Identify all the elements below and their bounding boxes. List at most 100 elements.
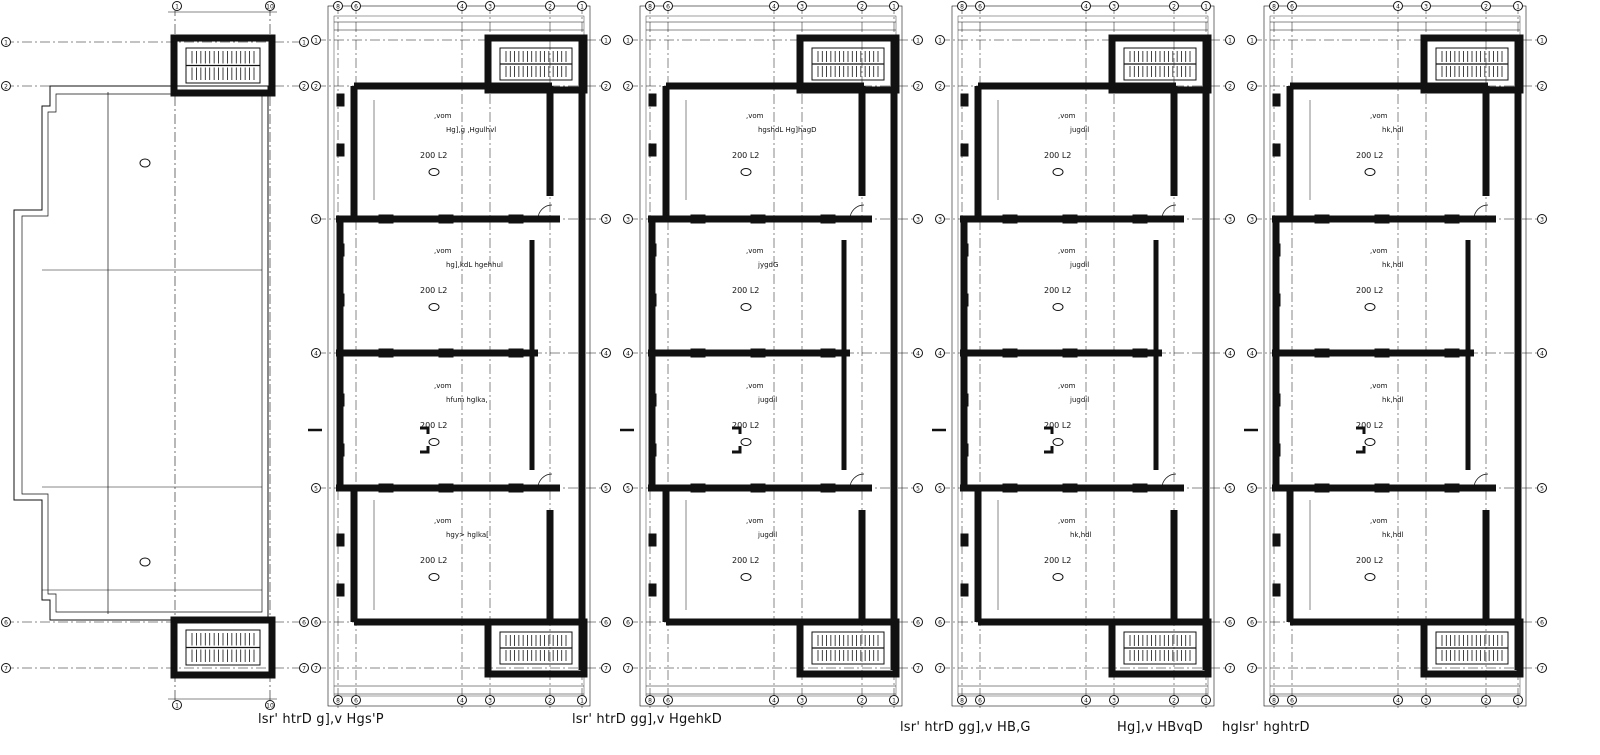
grid-bubble-label: 3 <box>604 217 608 224</box>
grid-bubble: 3 <box>1109 695 1119 705</box>
level-mark <box>1052 303 1064 311</box>
grid-bubble: 6 <box>935 617 945 627</box>
column <box>648 393 657 407</box>
level-mark <box>1364 438 1376 446</box>
grid-bubble: 6 <box>975 1 985 11</box>
grid-bubble-label: 8 <box>960 698 964 705</box>
section-marker <box>1356 426 1366 454</box>
door-swing <box>537 204 553 220</box>
grid-bubble: 2 <box>857 1 867 11</box>
level-mark <box>428 303 440 311</box>
grid-bubble-circle <box>1 37 11 47</box>
grid-bubble-circle <box>545 695 555 705</box>
grid-bubble-label: 7 <box>604 666 608 673</box>
grid-bubble-label: 6 <box>666 698 670 705</box>
level-mark <box>1052 168 1064 176</box>
grid-bubble: 2 <box>299 81 309 91</box>
grid-bubble-circle <box>299 663 309 673</box>
grid-bubble-circle <box>797 1 807 11</box>
grid-bubble: 3 <box>1247 214 1257 224</box>
grid-bubble-label: 6 <box>1290 4 1294 11</box>
grid-bubble: 6 <box>623 617 633 627</box>
stair-core <box>1108 34 1212 94</box>
column <box>750 483 766 493</box>
column <box>960 533 969 547</box>
column <box>336 533 345 547</box>
grid-bubble: 1 <box>623 35 633 45</box>
grid-bubble-circle <box>975 695 985 705</box>
grid-bubble-label: 3 <box>1228 217 1232 224</box>
grid-bubble: 7 <box>623 663 633 673</box>
grid-bubble-label: 4 <box>1084 4 1088 11</box>
grid-bubble-label: 5 <box>604 486 608 493</box>
grid-bubble-circle <box>1537 348 1547 358</box>
grid-bubble-label: 7 <box>4 666 8 673</box>
level-mark <box>740 303 752 311</box>
door-swing <box>537 473 553 489</box>
column <box>336 243 345 257</box>
grid-bubble: 1 <box>1 37 11 47</box>
grid-bubble-label: 4 <box>1250 351 1254 358</box>
room-area: 200 L2 <box>1356 556 1383 565</box>
column <box>1132 483 1148 493</box>
roof-parapet <box>21 93 263 613</box>
grid-bubble: 1 <box>1247 35 1257 45</box>
grid-bubble: 6 <box>1 617 11 627</box>
level-mark <box>740 438 752 446</box>
grid-bubble-circle <box>1169 695 1179 705</box>
grid-bubble-circle <box>889 1 899 11</box>
grid-bubble-circle <box>935 214 945 224</box>
grid-bubble-circle <box>935 617 945 627</box>
grid-bubble-label: 4 <box>1396 4 1400 11</box>
grid-bubble-label: 2 <box>302 84 306 91</box>
grid-bubble: 4 <box>1081 1 1091 11</box>
grid-bubble: 1 <box>1201 1 1211 11</box>
column <box>690 483 706 493</box>
room-name: jugdil <box>757 531 777 539</box>
grid-bubble-circle <box>1269 695 1279 705</box>
grid-bubble: 5 <box>1537 483 1547 493</box>
grid-bubble-circle <box>1481 1 1491 11</box>
room-name: hfum hglka, <box>446 396 488 404</box>
grid-bubble-label: 1 <box>892 698 896 705</box>
grid-bubble-label: 2 <box>860 4 864 11</box>
grid-bubble-label: 6 <box>626 620 630 627</box>
grid-bubble-label: 3 <box>314 217 318 224</box>
grid-bubble-label: 2 <box>548 4 552 11</box>
room-area: 200 L2 <box>732 151 759 160</box>
grid-bubble-circle <box>913 483 923 493</box>
column <box>438 483 454 493</box>
grid-bubble: 6 <box>351 695 361 705</box>
column <box>750 214 766 224</box>
grid-bubble: 6 <box>1537 617 1547 627</box>
grid-bubble: 5 <box>623 483 633 493</box>
grid-bubble: 5 <box>601 483 611 493</box>
column <box>648 443 657 457</box>
grid-bubble: 6 <box>299 617 309 627</box>
room-name: hk,hdl <box>1382 531 1404 539</box>
stair-core <box>170 34 276 97</box>
grid-bubble-circle <box>623 348 633 358</box>
grid-bubble-label: 1 <box>4 40 8 47</box>
room-label: ,vom <box>434 517 452 525</box>
column <box>1374 214 1390 224</box>
grid-bubble-circle <box>577 695 587 705</box>
grid-bubble: 4 <box>1537 348 1547 358</box>
column <box>1444 348 1460 358</box>
grid-bubble: 2 <box>545 1 555 11</box>
column <box>820 348 836 358</box>
grid-bubble: 6 <box>1247 617 1257 627</box>
grid-bubble-circle <box>1225 617 1235 627</box>
grid-bubble: 3 <box>1421 695 1431 705</box>
grid-bubble: 2 <box>1169 695 1179 705</box>
grid-bubble-label: 6 <box>1290 698 1294 705</box>
grid-bubble: 1 <box>1225 35 1235 45</box>
grid-bubble-label: 2 <box>1172 698 1176 705</box>
grid-bubble-label: 1 <box>302 40 306 47</box>
grid-bubble-circle <box>1225 348 1235 358</box>
grid-bubble-circle <box>623 81 633 91</box>
